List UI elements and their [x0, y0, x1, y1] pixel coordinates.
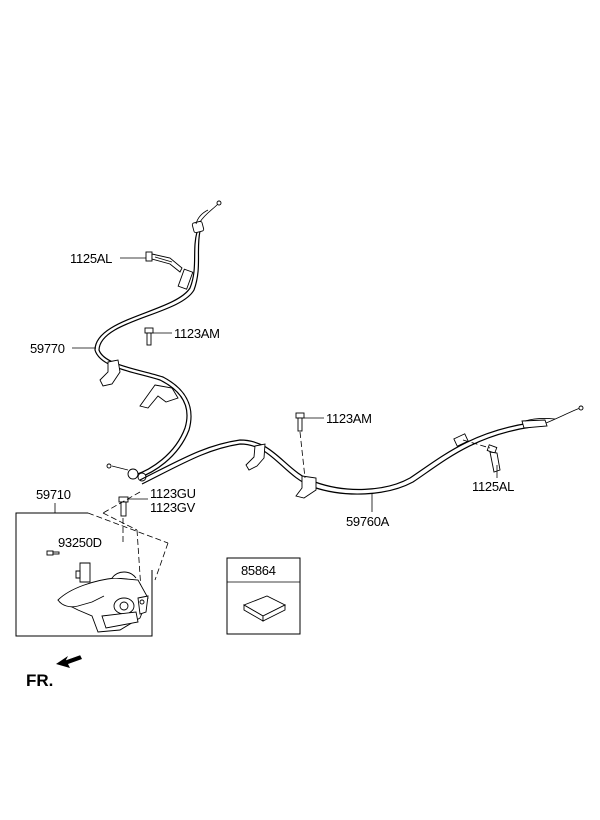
bolt-1125al-rh[interactable]: [462, 439, 501, 473]
rear-cable-lh[interactable]: [94, 200, 222, 482]
label-59770: 59770: [30, 341, 65, 356]
bolt-1125al-upper[interactable]: [145, 251, 183, 273]
label-1125al-upper: 1125AL: [70, 251, 112, 266]
bolt-1123am-lh[interactable]: [144, 327, 154, 346]
front-indicator-label: FR.: [26, 671, 53, 690]
pad-box[interactable]: [226, 557, 301, 635]
label-1123am-lh: 1123AM: [174, 326, 220, 341]
label-1123gu: 1123GU: [150, 486, 196, 501]
label-59710: 59710: [36, 487, 71, 502]
label-85864: 85864: [241, 563, 276, 578]
leader-lines: [54, 257, 498, 564]
label-1125al-rh: 1125AL: [472, 479, 514, 494]
label-59760a: 59760A: [346, 514, 390, 529]
label-1123am-rh: 1123AM: [326, 411, 372, 426]
bolt-1123am-rh[interactable]: [295, 412, 306, 479]
rear-cable-rh[interactable]: [139, 405, 584, 499]
parking-brake-lever[interactable]: [57, 571, 149, 633]
brake-switch[interactable]: [46, 550, 91, 583]
front-arrow-icon: [56, 654, 82, 668]
label-1123gv: 1123GV: [150, 500, 196, 515]
label-93250d: 93250D: [58, 535, 102, 550]
